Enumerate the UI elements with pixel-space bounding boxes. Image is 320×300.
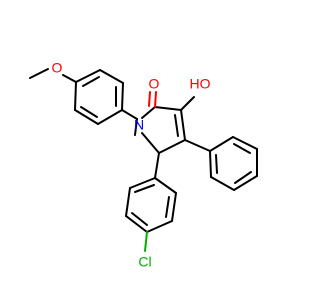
ring-b-bond-4 xyxy=(233,175,258,191)
ring-b-bond-5 xyxy=(210,176,235,191)
bond-c5-n xyxy=(141,132,160,154)
bond-c4-phenyl xyxy=(184,139,211,152)
ring-c-double-3 xyxy=(134,184,155,193)
bond-carbonyl xyxy=(154,91,157,108)
bond-ch2-n xyxy=(134,118,138,136)
ring-c-bond-2 xyxy=(171,192,177,222)
bond-c4-c5 xyxy=(158,139,186,154)
ring-c-double-1 xyxy=(165,196,170,218)
chlorophenyl-ring: Cl xyxy=(125,152,177,270)
methoxy-oxygen-label: O xyxy=(52,60,63,76)
bond-methyl-o xyxy=(29,68,49,79)
bond-n-c2 xyxy=(141,106,156,119)
bond-c5-aryl xyxy=(154,152,160,179)
ring-a-bond-1 xyxy=(75,69,101,83)
ring-b-double-3 xyxy=(215,154,218,174)
bond-c3-oh xyxy=(180,96,195,111)
ring-a-double-3 xyxy=(80,106,98,118)
pyrrolone-ring: O HO N xyxy=(134,76,211,154)
ring-c-bond-3 xyxy=(146,220,173,233)
ring-a-double-1 xyxy=(82,76,100,87)
molecule-diagram: O O HO N xyxy=(29,60,258,270)
bond-c2-c3 xyxy=(154,106,182,111)
ring-b-bond-1 xyxy=(209,136,234,152)
nitrogen-label: N xyxy=(134,117,144,133)
bond-aryl-cl xyxy=(144,231,148,252)
methoxy-group: O xyxy=(29,60,77,83)
bond-c3-c4-double xyxy=(174,114,179,137)
bond-aryl-ch2 xyxy=(121,109,138,120)
bond-o-aryl xyxy=(62,74,77,83)
ring-a-bond-3 xyxy=(121,82,124,111)
phenyl-ring xyxy=(184,136,258,191)
ring-a-bond-2 xyxy=(99,69,124,84)
hydroxyl-label: HO xyxy=(190,76,211,92)
ring-a-bond-6 xyxy=(74,81,77,111)
ring-a-bond-4 xyxy=(97,109,123,125)
ring-c-bond-5 xyxy=(125,187,131,217)
ring-c-bond-6 xyxy=(129,177,156,189)
ring-a-bond-5 xyxy=(74,109,99,125)
bond-carbonyl-double xyxy=(148,91,151,107)
ring-b-bond-6 xyxy=(209,150,212,178)
ring-c-bond-4 xyxy=(125,215,148,233)
ring-b-double-2 xyxy=(234,171,252,184)
carbonyl-oxygen-label: O xyxy=(149,76,160,92)
bond-c3-c4 xyxy=(180,109,186,141)
ring-b-double-1 xyxy=(233,143,251,154)
chlorine-label: Cl xyxy=(138,254,151,270)
methoxyphenyl-ring xyxy=(74,69,124,125)
ring-b-bond-2 xyxy=(232,136,258,150)
ring-c-bond-1 xyxy=(154,177,177,194)
ring-c-double-2 xyxy=(131,212,148,226)
